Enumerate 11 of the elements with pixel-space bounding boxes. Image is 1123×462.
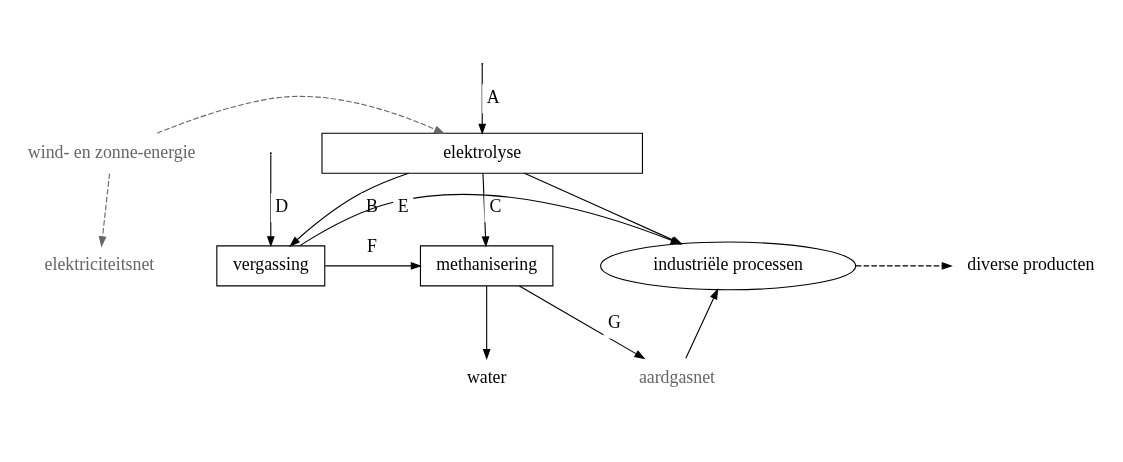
node-text: aardgasnet (638, 366, 715, 387)
edge-label: G (607, 312, 621, 333)
edge-label: D (275, 196, 289, 217)
node-text: wind- en zonne-energie (27, 141, 196, 162)
edge-label: C (489, 196, 502, 217)
edge-label: A (486, 86, 500, 107)
edge-label: F (367, 236, 377, 257)
node-text: elektriciteitsnet (44, 254, 155, 275)
edge-label: E (397, 196, 409, 217)
node-text: water (466, 366, 507, 387)
node-text: diverse producten (967, 254, 1095, 275)
